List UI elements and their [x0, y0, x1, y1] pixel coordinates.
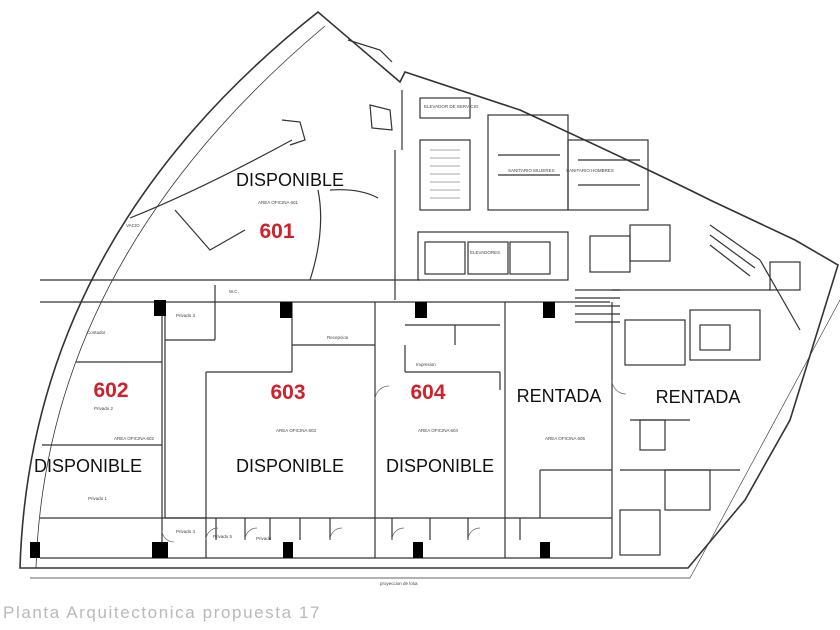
unit-number-604: 604 — [410, 381, 445, 404]
unit-number-603: 603 — [270, 381, 305, 404]
label-elevador-servicio: ELEVADOR DE SERVICIO — [424, 104, 479, 109]
label-impresion: Impresion — [416, 362, 436, 367]
label-contador: Contador — [87, 330, 106, 335]
interior-walls — [40, 39, 801, 559]
small-annotations: ELEVADOR DE SERVICIO SANITARIO MUJERES S… — [87, 104, 614, 586]
label-privado-4: Privado 4 — [176, 529, 196, 534]
label-sanitario-hombres: SANITARIO HOMBRES — [566, 168, 614, 173]
unit-status-604: DISPONIBLE — [386, 456, 494, 476]
label-elevadores: ELEVADORES — [470, 250, 500, 255]
label-privado: Privado — [256, 536, 272, 541]
unit-status-602: DISPONIBLE — [34, 456, 142, 476]
label-privado-2: Privado 2 — [94, 406, 114, 411]
label-area-oficina-603: AREA OFICINA 603 — [276, 428, 317, 433]
label-area-oficina-604: AREA OFICINA 604 — [418, 428, 459, 433]
unit-numbers: 601 602 603 604 — [93, 220, 445, 404]
label-sanitario-mujeres: SANITARIO MUJERES — [508, 168, 555, 173]
label-wc: W.C. — [229, 289, 239, 294]
door-swings — [161, 379, 627, 543]
stair-hatching — [430, 149, 460, 199]
unit-number-602: 602 — [93, 379, 128, 402]
label-privado-3: Privado 3 — [176, 313, 196, 318]
building-outline — [19, 10, 840, 579]
label-area-oficina-601: AREA OFICINA 601 — [258, 200, 299, 205]
structural-columns — [30, 300, 555, 558]
plan-caption: Planta Arquitectonica propuesta 17 — [3, 603, 322, 622]
label-vacio: VACIO — [126, 223, 140, 228]
unit-status-603: DISPONIBLE — [236, 456, 344, 476]
unit-status-606: RENTADA — [656, 387, 741, 407]
label-recepcion: Recepcion — [327, 335, 349, 340]
unit-status-601: DISPONIBLE — [236, 170, 344, 190]
label-area-oficina-605: AREA OFICINA 605 — [545, 436, 586, 441]
unit-status-605: RENTADA — [517, 386, 602, 406]
unit-status-labels: DISPONIBLE DISPONIBLE DISPONIBLE DISPONI… — [34, 170, 740, 476]
label-privado-5: Privado 5 — [213, 534, 233, 539]
label-privado-1: Privado 1 — [88, 496, 108, 501]
label-area-oficina-602: AREA OFICINA 602 — [114, 436, 155, 441]
label-proyeccion: proyeccion de losa — [380, 581, 418, 586]
unit-number-601: 601 — [259, 220, 294, 243]
